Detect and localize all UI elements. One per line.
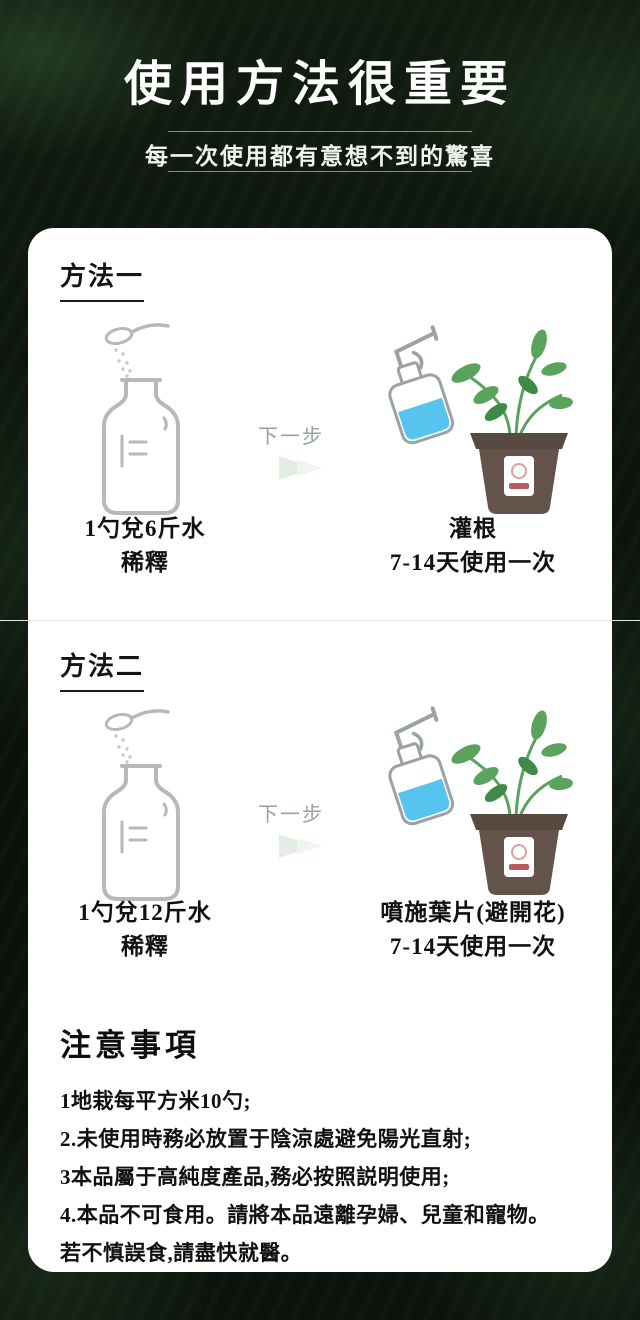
method2-dilution-line1: 1勺兌12斤水 bbox=[78, 900, 212, 925]
notes-list: 1地栽每平方米10勺; 2.未使用時務必放置于陰涼處避免陽光直射; 3本品屬于高… bbox=[60, 1082, 584, 1272]
sprayer bbox=[388, 325, 455, 445]
method1-dilution-caption: 1勺兌6斤水 稀釋 bbox=[50, 512, 240, 580]
sprayer bbox=[388, 706, 455, 826]
note-item: 3本品屬于高純度產品,務必按照説明使用; bbox=[60, 1165, 450, 1189]
spray-bottle-and-potted-plant-icon bbox=[388, 325, 573, 514]
method2-heading: 方法二 bbox=[60, 646, 145, 692]
method1-dilution-line1: 1勺兌6斤水 bbox=[84, 516, 206, 541]
next-step-label: 下一步 bbox=[258, 804, 324, 826]
note-item: 若不慎誤食,請盡快就醫。 bbox=[60, 1241, 303, 1265]
pot-rim bbox=[470, 433, 568, 449]
page-subtitle: 每一次使用都有意想不到的驚喜 bbox=[145, 144, 495, 169]
next-step-arrow-icon bbox=[279, 456, 323, 480]
method2-dilution-line2: 稀釋 bbox=[121, 934, 169, 959]
method2-usage-caption: 噴施葉片(避開花) 7-14天使用一次 bbox=[348, 896, 598, 964]
method1-dilution-line2: 稀釋 bbox=[121, 550, 169, 575]
note-item: 2.未使用時務必放置于陰涼處避免陽光直射; bbox=[60, 1127, 472, 1151]
next-step-arrow-icon bbox=[279, 834, 323, 858]
dilute-bottle-with-spoon-icon bbox=[102, 709, 180, 901]
notes-heading: 注意事項 bbox=[60, 1028, 200, 1063]
method1-heading: 方法一 bbox=[60, 256, 145, 302]
bottom-dark-strip bbox=[0, 1272, 640, 1320]
spray-bottle-and-potted-plant-icon bbox=[388, 706, 573, 895]
method1-usage-line1: 灌根 bbox=[449, 516, 497, 541]
dilute-bottle-with-spoon-icon bbox=[102, 323, 180, 515]
next-step-label: 下一步 bbox=[258, 426, 324, 448]
page-title: 使用方法很重要 bbox=[123, 58, 516, 111]
method1-next-step: 下一步 bbox=[236, 420, 346, 481]
method2-dilution-caption: 1勺兌12斤水 稀釋 bbox=[50, 896, 240, 964]
pot-label bbox=[504, 837, 534, 877]
subtitle-divider-bottom bbox=[168, 171, 472, 172]
pot-label bbox=[504, 456, 534, 496]
pot-rim bbox=[470, 814, 568, 830]
method2-next-step: 下一步 bbox=[236, 798, 346, 859]
method2-usage-line2: 7-14天使用一次 bbox=[389, 934, 557, 959]
method1-usage-line2: 7-14天使用一次 bbox=[389, 550, 557, 575]
note-item: 4.本品不可食用。請將本品遠離孕婦、兒童和寵物。 bbox=[60, 1203, 550, 1227]
content-card: 方法一 下一步 bbox=[28, 228, 612, 1272]
section-seam-line bbox=[0, 620, 640, 621]
method2-usage-line1: 噴施葉片(避開花) bbox=[380, 900, 566, 925]
note-item: 1地栽每平方米10勺; bbox=[60, 1089, 251, 1113]
method1-usage-caption: 灌根 7-14天使用一次 bbox=[358, 512, 588, 580]
subtitle-divider-top bbox=[168, 131, 472, 132]
